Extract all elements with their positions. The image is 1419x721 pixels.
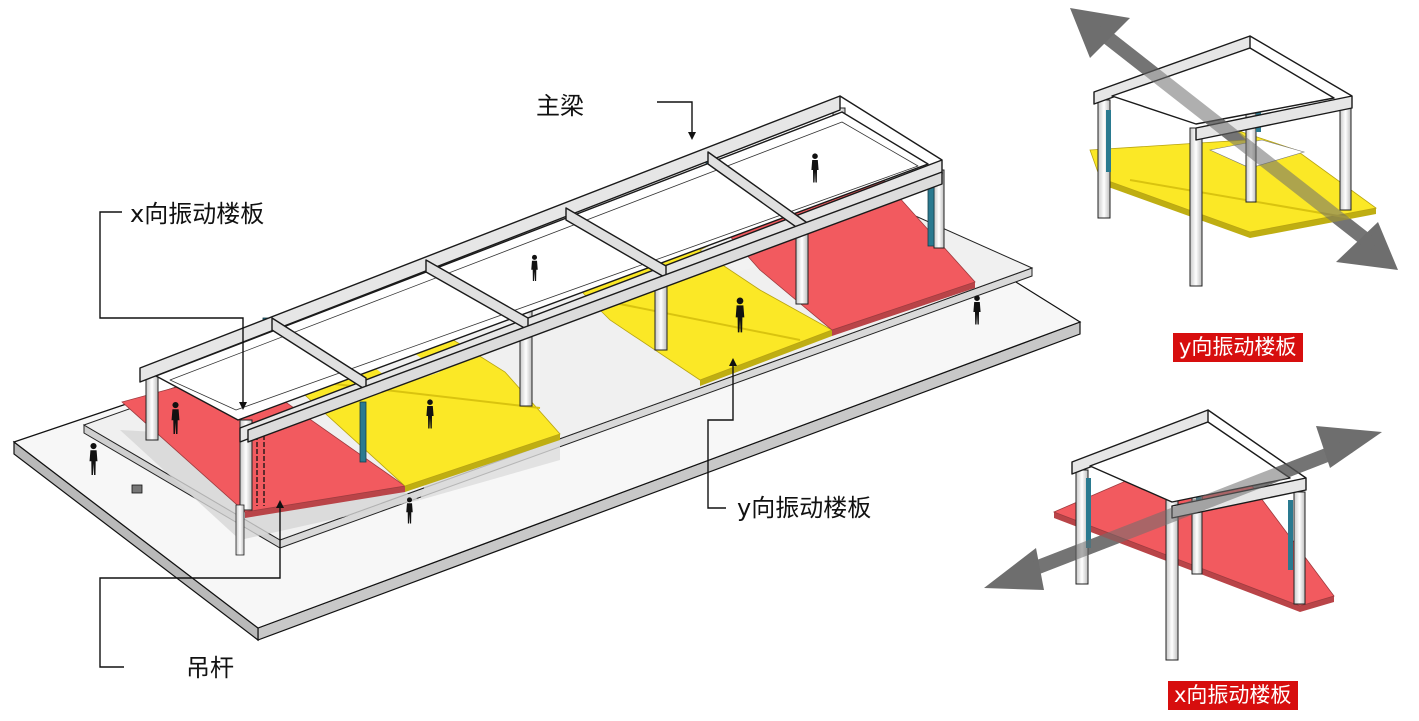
main-building-model — [12, 95, 1082, 642]
floor-drain — [131, 484, 143, 494]
y-floor-leader — [707, 364, 734, 509]
x-floor-label: x向振动楼板 — [130, 200, 265, 228]
leader-lines — [99, 101, 737, 668]
main-beam-leader — [657, 101, 693, 134]
hanger-label: 吊杆 — [186, 654, 234, 682]
hanger-leader — [99, 506, 281, 668]
y-direction-tag: y向振动楼板 — [1173, 333, 1304, 362]
roof-frame — [139, 95, 943, 443]
x-floor-leader — [99, 211, 244, 404]
main-beam-label: 主梁 — [536, 92, 584, 120]
floor-shadow — [420, 440, 560, 500]
y-floor-label: y向振动楼板 — [737, 494, 872, 522]
inset-x-direction — [984, 409, 1382, 661]
x-direction-tag: x向振动楼板 — [1168, 681, 1299, 710]
hanger-rods — [235, 428, 265, 556]
inset-y-direction — [1070, 8, 1398, 287]
